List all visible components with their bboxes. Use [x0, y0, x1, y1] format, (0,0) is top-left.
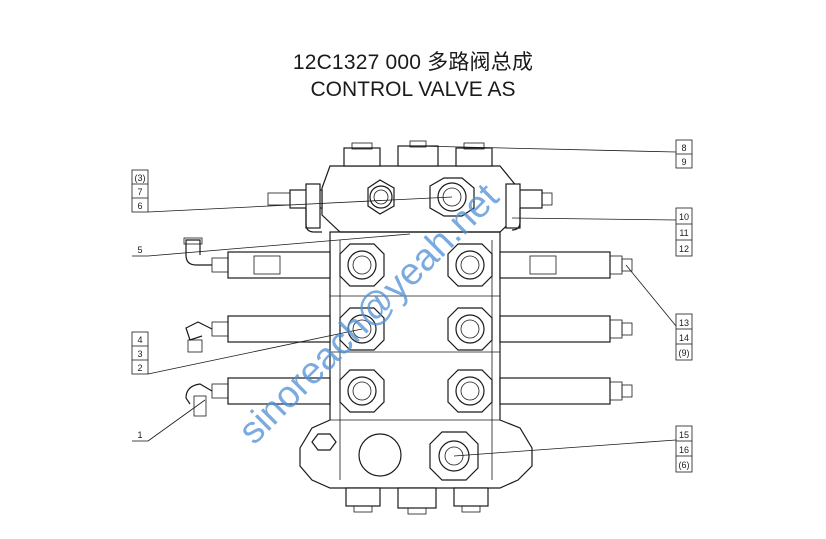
drawing-title: 12C1327 000 多路阀总成 [292, 51, 534, 74]
callout-label: 7 [137, 187, 142, 197]
callout-label: 14 [679, 333, 689, 343]
callout-label: 3 [137, 349, 142, 359]
callout-group-left-1: (3) 7 6 [131, 169, 149, 213]
callout-label: 10 [679, 212, 689, 222]
callout-group-right-2: 10 11 12 [675, 207, 693, 257]
bottom-ports [345, 487, 489, 515]
callout-label: (9) [679, 348, 690, 358]
callout-group-left-4: 1 [132, 430, 148, 442]
callout-label: 4 [137, 335, 142, 345]
leader-lines [147, 145, 677, 457]
watermark: sinoreach@yeah.net [231, 175, 508, 452]
top-ports [343, 140, 493, 167]
callout-label: 1 [137, 430, 142, 440]
callout-label: 11 [679, 228, 688, 238]
callout-group-left-3: 4 3 2 [131, 331, 149, 375]
callout-group-right-3: 13 14 (9) [675, 313, 693, 361]
callout-label: 16 [679, 445, 689, 455]
callout-label: 8 [681, 143, 686, 153]
callout-label: (3) [135, 173, 146, 183]
callout-label: 6 [137, 201, 142, 211]
callout-group-right-4: 15 16 (6) [675, 425, 693, 473]
callout-group-left-2: 5 [132, 245, 148, 257]
callout-label: 2 [137, 363, 142, 373]
callout-label: (6) [679, 460, 690, 470]
callout-label: 13 [679, 318, 689, 328]
drawing-subtitle: CONTROL VALVE AS [310, 78, 516, 101]
callout-label: 15 [679, 430, 689, 440]
callout-label: 9 [681, 157, 686, 167]
callout-label: 5 [137, 245, 142, 255]
callout-label: 12 [679, 244, 689, 254]
callout-group-right-1: 8 9 [675, 139, 693, 169]
left-spools [183, 183, 331, 417]
port-fittings [311, 177, 493, 481]
right-spools [499, 183, 633, 405]
